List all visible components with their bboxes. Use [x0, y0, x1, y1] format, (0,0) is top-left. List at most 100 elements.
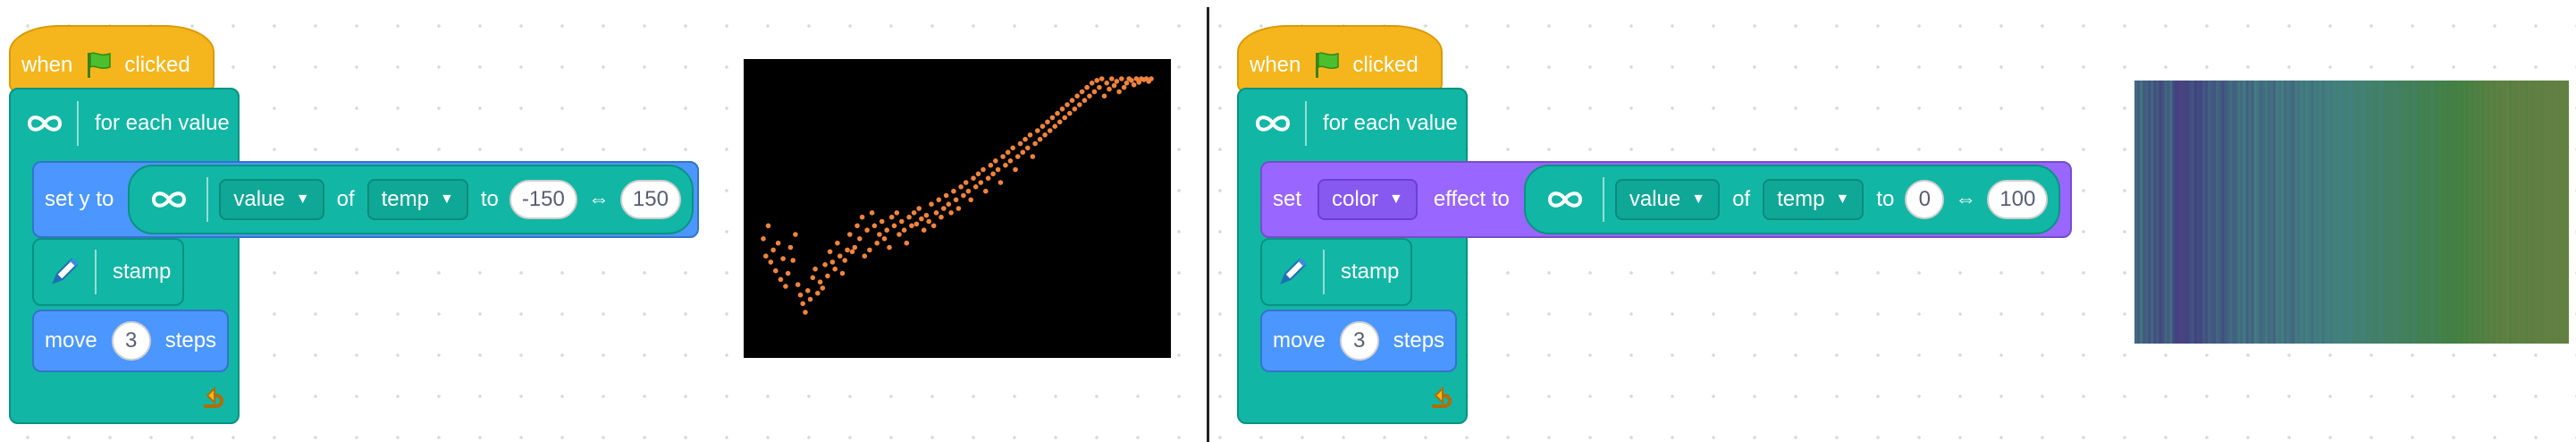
color-stripe [2425, 81, 2429, 344]
when-flag-clicked-block[interactable]: when clicked [1237, 25, 1443, 93]
color-stripe [2479, 81, 2483, 344]
scatter-point [961, 192, 966, 199]
color-stripe [2368, 81, 2371, 344]
color-stripe [2235, 81, 2239, 344]
color-stripe [2177, 81, 2182, 344]
scatter-point [1005, 149, 1011, 155]
scatter-point [963, 180, 969, 185]
scatter-point [1049, 115, 1056, 121]
scatter-point [1030, 154, 1036, 159]
scatter-point [822, 262, 828, 268]
set-effect-to-block[interactable]: set color ▼ effect to value ▼ of temp ▼ … [1260, 161, 2072, 238]
value-field-dropdown[interactable]: value ▼ [1614, 179, 1721, 220]
color-stripe [2284, 81, 2287, 344]
scatter-point [978, 180, 984, 185]
color-stripe [2191, 81, 2195, 344]
infinity-loop-icon [1545, 189, 1585, 210]
color-stripe [2275, 81, 2279, 344]
infinity-loop-icon [1253, 113, 1292, 134]
scatter-point [1087, 93, 1092, 99]
color-stripe [2332, 81, 2336, 344]
steps-input[interactable]: 3 [111, 321, 151, 361]
of-label: of [336, 187, 355, 211]
stamp-block[interactable]: stamp [32, 238, 184, 306]
for-each-loop-header[interactable]: for each value [13, 89, 240, 157]
color-stripe [2277, 81, 2282, 344]
scatter-point [1109, 76, 1115, 81]
scatter-point [891, 223, 897, 229]
range-max-input[interactable]: 100 [1987, 180, 2049, 219]
range-symbol: ⇔ [587, 187, 610, 211]
color-stripe [2172, 81, 2176, 344]
scatter-point [909, 223, 914, 229]
color-stripe [2245, 81, 2250, 344]
color-stripe [2175, 81, 2179, 344]
scatter-point [832, 266, 838, 272]
color-stripe [2552, 81, 2556, 344]
scatter-point [1040, 123, 1046, 129]
color-stripe [2476, 81, 2480, 344]
scatter-point [906, 214, 912, 220]
scatter-point [933, 210, 939, 216]
value-of-data-reporter[interactable]: value ▼ of temp ▼ to 0 ⇔ 100 [1523, 165, 2061, 234]
steps-input[interactable]: 3 [1339, 321, 1379, 361]
scatter-point [1091, 89, 1098, 95]
effect-dropdown[interactable]: color ▼ [1317, 179, 1418, 220]
scatter-point [1010, 145, 1015, 151]
color-stripe [2457, 81, 2462, 344]
scatter-point [1114, 79, 1120, 84]
color-stripe [2199, 81, 2203, 344]
color-stripe [2509, 81, 2513, 344]
scatter-point [1131, 82, 1137, 88]
color-stripe [2411, 81, 2415, 344]
scatter-point [1116, 89, 1122, 95]
color-stripe [2159, 81, 2162, 344]
range-min-input[interactable]: -150 [509, 180, 577, 219]
color-stripe [2210, 81, 2214, 344]
move-steps-block[interactable]: move 3 steps [1260, 310, 1457, 372]
color-stripe [2536, 81, 2540, 344]
scatter-point [1077, 102, 1082, 107]
dataset-dropdown[interactable]: temp ▼ [366, 179, 468, 220]
scatter-point [807, 296, 813, 302]
color-stripe [2430, 81, 2434, 344]
chevron-down-icon: ▼ [439, 191, 454, 207]
color-stripe [2465, 81, 2470, 344]
stamp-block[interactable]: stamp [1260, 238, 1412, 306]
scatter-point [951, 188, 956, 194]
color-stripe [2248, 81, 2252, 344]
color-stripe [2489, 81, 2494, 344]
scatter-point [884, 227, 889, 233]
move-label: move [45, 328, 97, 353]
scatter-point [916, 206, 922, 211]
color-stripe [2208, 81, 2211, 344]
set-y-to-label: set y to [45, 187, 114, 211]
color-stripe [2164, 81, 2168, 344]
color-stripe [2395, 81, 2399, 344]
color-stripe [2148, 81, 2151, 344]
color-stripe [2384, 81, 2388, 344]
scatter-point [1023, 136, 1028, 142]
range-min-input[interactable]: 0 [1905, 180, 1945, 219]
scatter-point [780, 256, 786, 261]
set-y-to-block[interactable]: set y to value ▼ of temp ▼ to -150 ⇔ 150 [32, 161, 699, 238]
scatter-point [825, 273, 830, 279]
value-of-data-reporter[interactable]: value ▼ of temp ▼ to -150 ⇔ 150 [128, 165, 694, 234]
scatter-point [941, 206, 947, 211]
color-stripe [2473, 81, 2478, 344]
scatter-point [1089, 81, 1095, 86]
move-steps-block[interactable]: move 3 steps [32, 310, 229, 372]
scatter-point [985, 175, 991, 181]
of-label: of [1732, 187, 1751, 211]
color-stripe [2452, 81, 2456, 344]
dataset-dropdown[interactable]: temp ▼ [1763, 179, 1865, 220]
scatter-point [1056, 119, 1063, 125]
range-max-input[interactable]: 150 [619, 180, 681, 219]
value-field-dropdown[interactable]: value ▼ [219, 179, 324, 220]
scatter-point [1035, 128, 1040, 133]
when-flag-clicked-block[interactable]: when clicked [9, 25, 215, 93]
color-stripe [2224, 81, 2227, 344]
color-stripe [2501, 81, 2504, 344]
color-stripe [2229, 81, 2233, 344]
for-each-loop-header[interactable]: for each value [1241, 89, 1469, 157]
